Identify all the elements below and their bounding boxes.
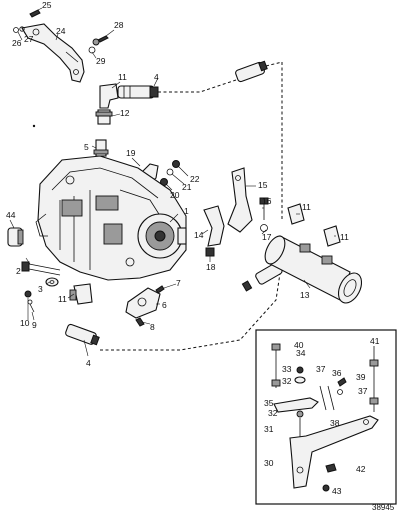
label-37-left: 37 [316,364,326,374]
cover-plate-6 [125,287,161,319]
leader-lines [9,7,336,357]
screws-9-10 [24,290,35,313]
washer-3 [45,277,59,287]
fitting-12 [95,109,113,125]
label-22: 22 [190,174,200,184]
screw-28 [92,35,109,46]
label-3: 3 [38,284,43,294]
label-8: 8 [150,322,155,332]
label-36: 36 [332,368,342,378]
label-25: 25 [42,0,52,10]
wire-route-upper [158,61,283,220]
elbow-fitting-11-top [99,83,119,109]
label-19: 19 [126,148,136,158]
washer-26-27 [13,26,25,33]
label-31: 31 [264,424,274,434]
label-27: 27 [24,34,34,44]
label-4-top: 4 [154,72,159,82]
label-11-right-a: 11 [302,202,311,212]
label-17: 17 [262,232,272,242]
nut-18 [205,247,215,257]
label-30: 30 [264,458,274,468]
screw-16-17 [259,197,269,232]
label-7: 7 [176,278,181,288]
callout-labels: 1 2 3 4 4 5 6 7 8 9 10 11 11 11 11 12 13… [6,0,395,512]
clamp-14 [203,205,225,247]
label-43: 43 [332,486,342,496]
label-32-upper: 32 [282,376,292,386]
label-24: 24 [56,26,66,36]
label-12: 12 [120,108,130,118]
label-39: 39 [356,372,366,382]
clamp-15 [227,167,253,233]
label-16: 16 [262,196,272,206]
label-41: 41 [370,336,380,346]
nut-20-22 [160,160,180,186]
shift-bracket-24 [21,23,85,83]
label-14: 14 [194,230,204,240]
transmission-housing-1 [35,155,187,281]
elbow-fitting-11-left [69,283,93,305]
bolt-2 [21,261,61,276]
washer-29 [88,46,96,54]
label-32-lower: 32 [268,408,278,418]
label-15: 15 [258,180,268,190]
label-44: 44 [6,210,16,220]
label-38: 38 [330,418,340,428]
label-4-bottom: 4 [86,358,91,368]
sensor-4-lower [65,323,100,346]
label-5: 5 [84,142,89,152]
label-40: 40 [294,340,304,350]
label-9: 9 [32,320,37,330]
bolt-25 [29,9,41,18]
fitting-11-right-b [323,225,341,247]
label-26: 26 [12,38,22,48]
label-29: 29 [96,56,106,66]
label-11-left: 11 [58,294,67,304]
label-20: 20 [170,190,180,200]
label-34: 34 [296,348,306,358]
label-6: 6 [162,300,167,310]
label-35: 35 [264,398,274,408]
label-10: 10 [20,318,30,328]
label-42: 42 [356,464,366,474]
reference-number: 38945 [372,503,395,512]
inset-detail-box [255,329,397,505]
manifold-13 [264,235,363,304]
plug-44 [7,227,24,247]
label-2: 2 [16,266,21,276]
fitting-5 [93,139,109,157]
label-1: 1 [184,206,189,216]
label-18: 18 [206,262,216,272]
label-33: 33 [282,364,292,374]
label-37-right: 37 [358,386,368,396]
label-11-top: 11 [118,72,127,82]
sensor-4-top [117,85,159,99]
label-21: 21 [182,182,192,192]
label-11-right-b: 11 [340,232,349,242]
sensor-4-upper-right [235,60,268,83]
label-28: 28 [114,20,124,30]
screw-7-8 [135,285,165,327]
label-13: 13 [300,290,310,300]
stray-mark [32,124,36,128]
